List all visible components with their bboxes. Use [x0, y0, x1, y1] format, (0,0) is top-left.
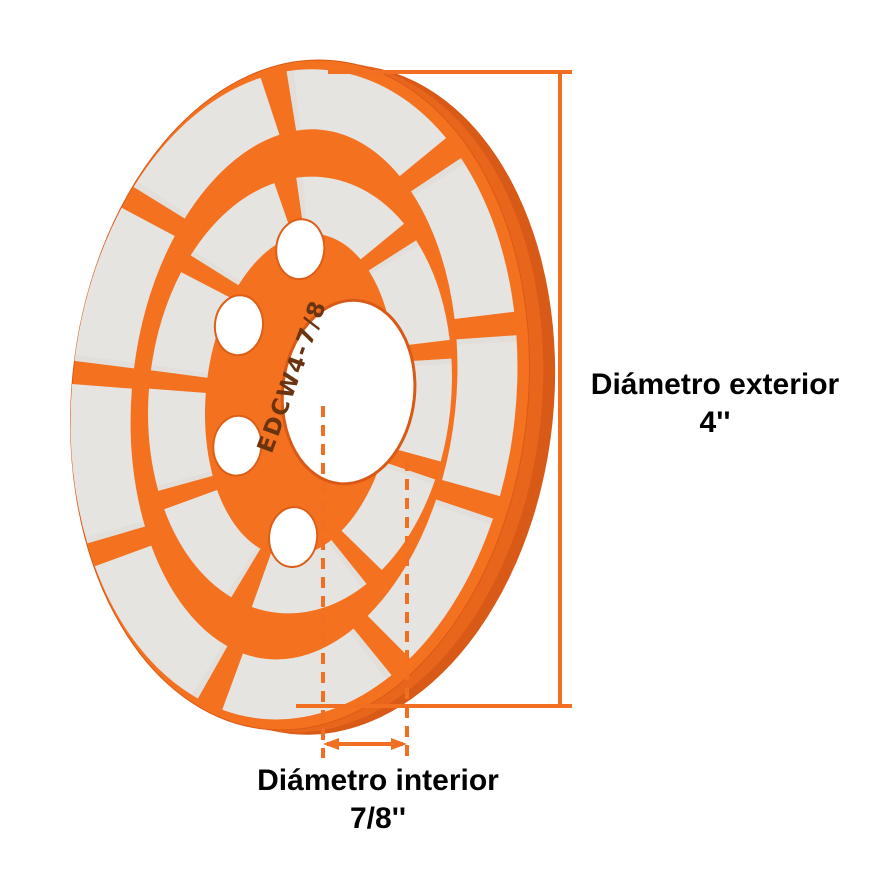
- outer-diameter-value: 4'': [699, 406, 731, 439]
- arbor-bore: [280, 298, 417, 486]
- segment-ring-outer: [70, 69, 518, 720]
- inner-diameter-label: Diámetro interior 7/8'': [228, 762, 528, 838]
- inner-dim-arrowhead-right: [391, 738, 407, 750]
- mounting-hole-top: [275, 218, 326, 281]
- outer-diameter-dimension: [296, 70, 572, 708]
- outer-diameter-label-text: Diámetro exterior: [590, 368, 840, 401]
- grinding-wheel: EDCW4-7/8: [70, 59, 556, 735]
- inner-diameter-dimension: [321, 406, 409, 758]
- inner-diameter-label-text: Diámetro interior: [257, 764, 499, 797]
- mounting-hole-bottom: [268, 506, 319, 568]
- mounting-hole-upper-left: [213, 294, 265, 357]
- outer-diameter-label: Diámetro exterior 4'': [575, 366, 855, 442]
- segment-ring-inner: [148, 176, 452, 614]
- mounting-hole-lower-left: [212, 414, 263, 477]
- inner-diameter-value: 7/8'': [350, 802, 406, 835]
- inner-dim-arrowhead-left: [323, 738, 339, 750]
